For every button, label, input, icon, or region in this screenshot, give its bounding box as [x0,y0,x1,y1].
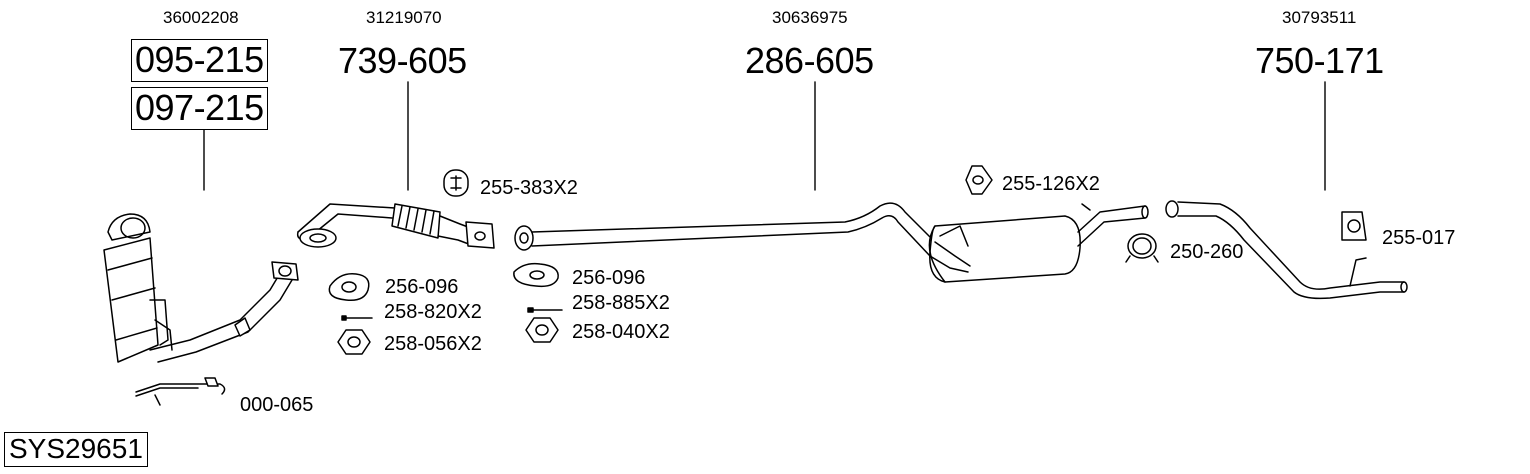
label-rubber-mount-1[interactable]: 255-383X2 [480,177,578,199]
label-sensor-pipe[interactable]: 000-065 [240,394,314,416]
label-gasket-2[interactable]: 256-096 [572,267,646,289]
oem-number-dpf: 36002208 [163,8,239,27]
oem-number-rear-pipe: 30793511 [1282,8,1357,27]
part-number-dpf-a[interactable]: 095-215 [131,39,268,82]
label-rubber-mount-3[interactable]: 255-017 [1382,227,1456,249]
label-bolt-2[interactable]: 258-885X2 [572,292,670,314]
part-number-front-pipe[interactable]: 739-605 [338,40,467,81]
middle-pipe-drawing [514,202,936,257]
rubber-mount-2-drawing [965,165,993,195]
fastener-set-2-drawing [513,262,563,343]
rubber-mount-3-drawing [1341,211,1367,241]
system-code: SYS29651 [4,432,148,467]
part-number-dpf-b[interactable]: 097-215 [131,87,268,130]
clamp-drawing [1125,233,1159,263]
label-gasket-1[interactable]: 256-096 [385,276,459,298]
label-nut-1[interactable]: 258-056X2 [384,333,482,355]
dpf-converter-drawing [103,213,299,363]
sensor-pipe-drawing [135,377,226,406]
fastener-set-1-drawing [328,273,373,355]
part-number-middle-pipe[interactable]: 286-605 [745,40,874,81]
label-nut-2[interactable]: 258-040X2 [572,321,670,343]
rear-pipe-drawing [1165,200,1408,300]
front-pipe-drawing [296,203,495,249]
label-rubber-mount-2[interactable]: 255-126X2 [1002,173,1100,195]
rubber-mount-1-drawing [443,169,469,197]
muffler-drawing [928,203,1149,283]
part-number-rear-pipe[interactable]: 750-171 [1255,40,1384,81]
oem-number-front-pipe: 31219070 [366,8,442,27]
label-clamp[interactable]: 250-260 [1170,241,1244,263]
label-bolt-1[interactable]: 258-820X2 [384,301,482,323]
leader-lines [203,81,1326,191]
oem-number-middle-pipe: 30636975 [772,8,848,27]
